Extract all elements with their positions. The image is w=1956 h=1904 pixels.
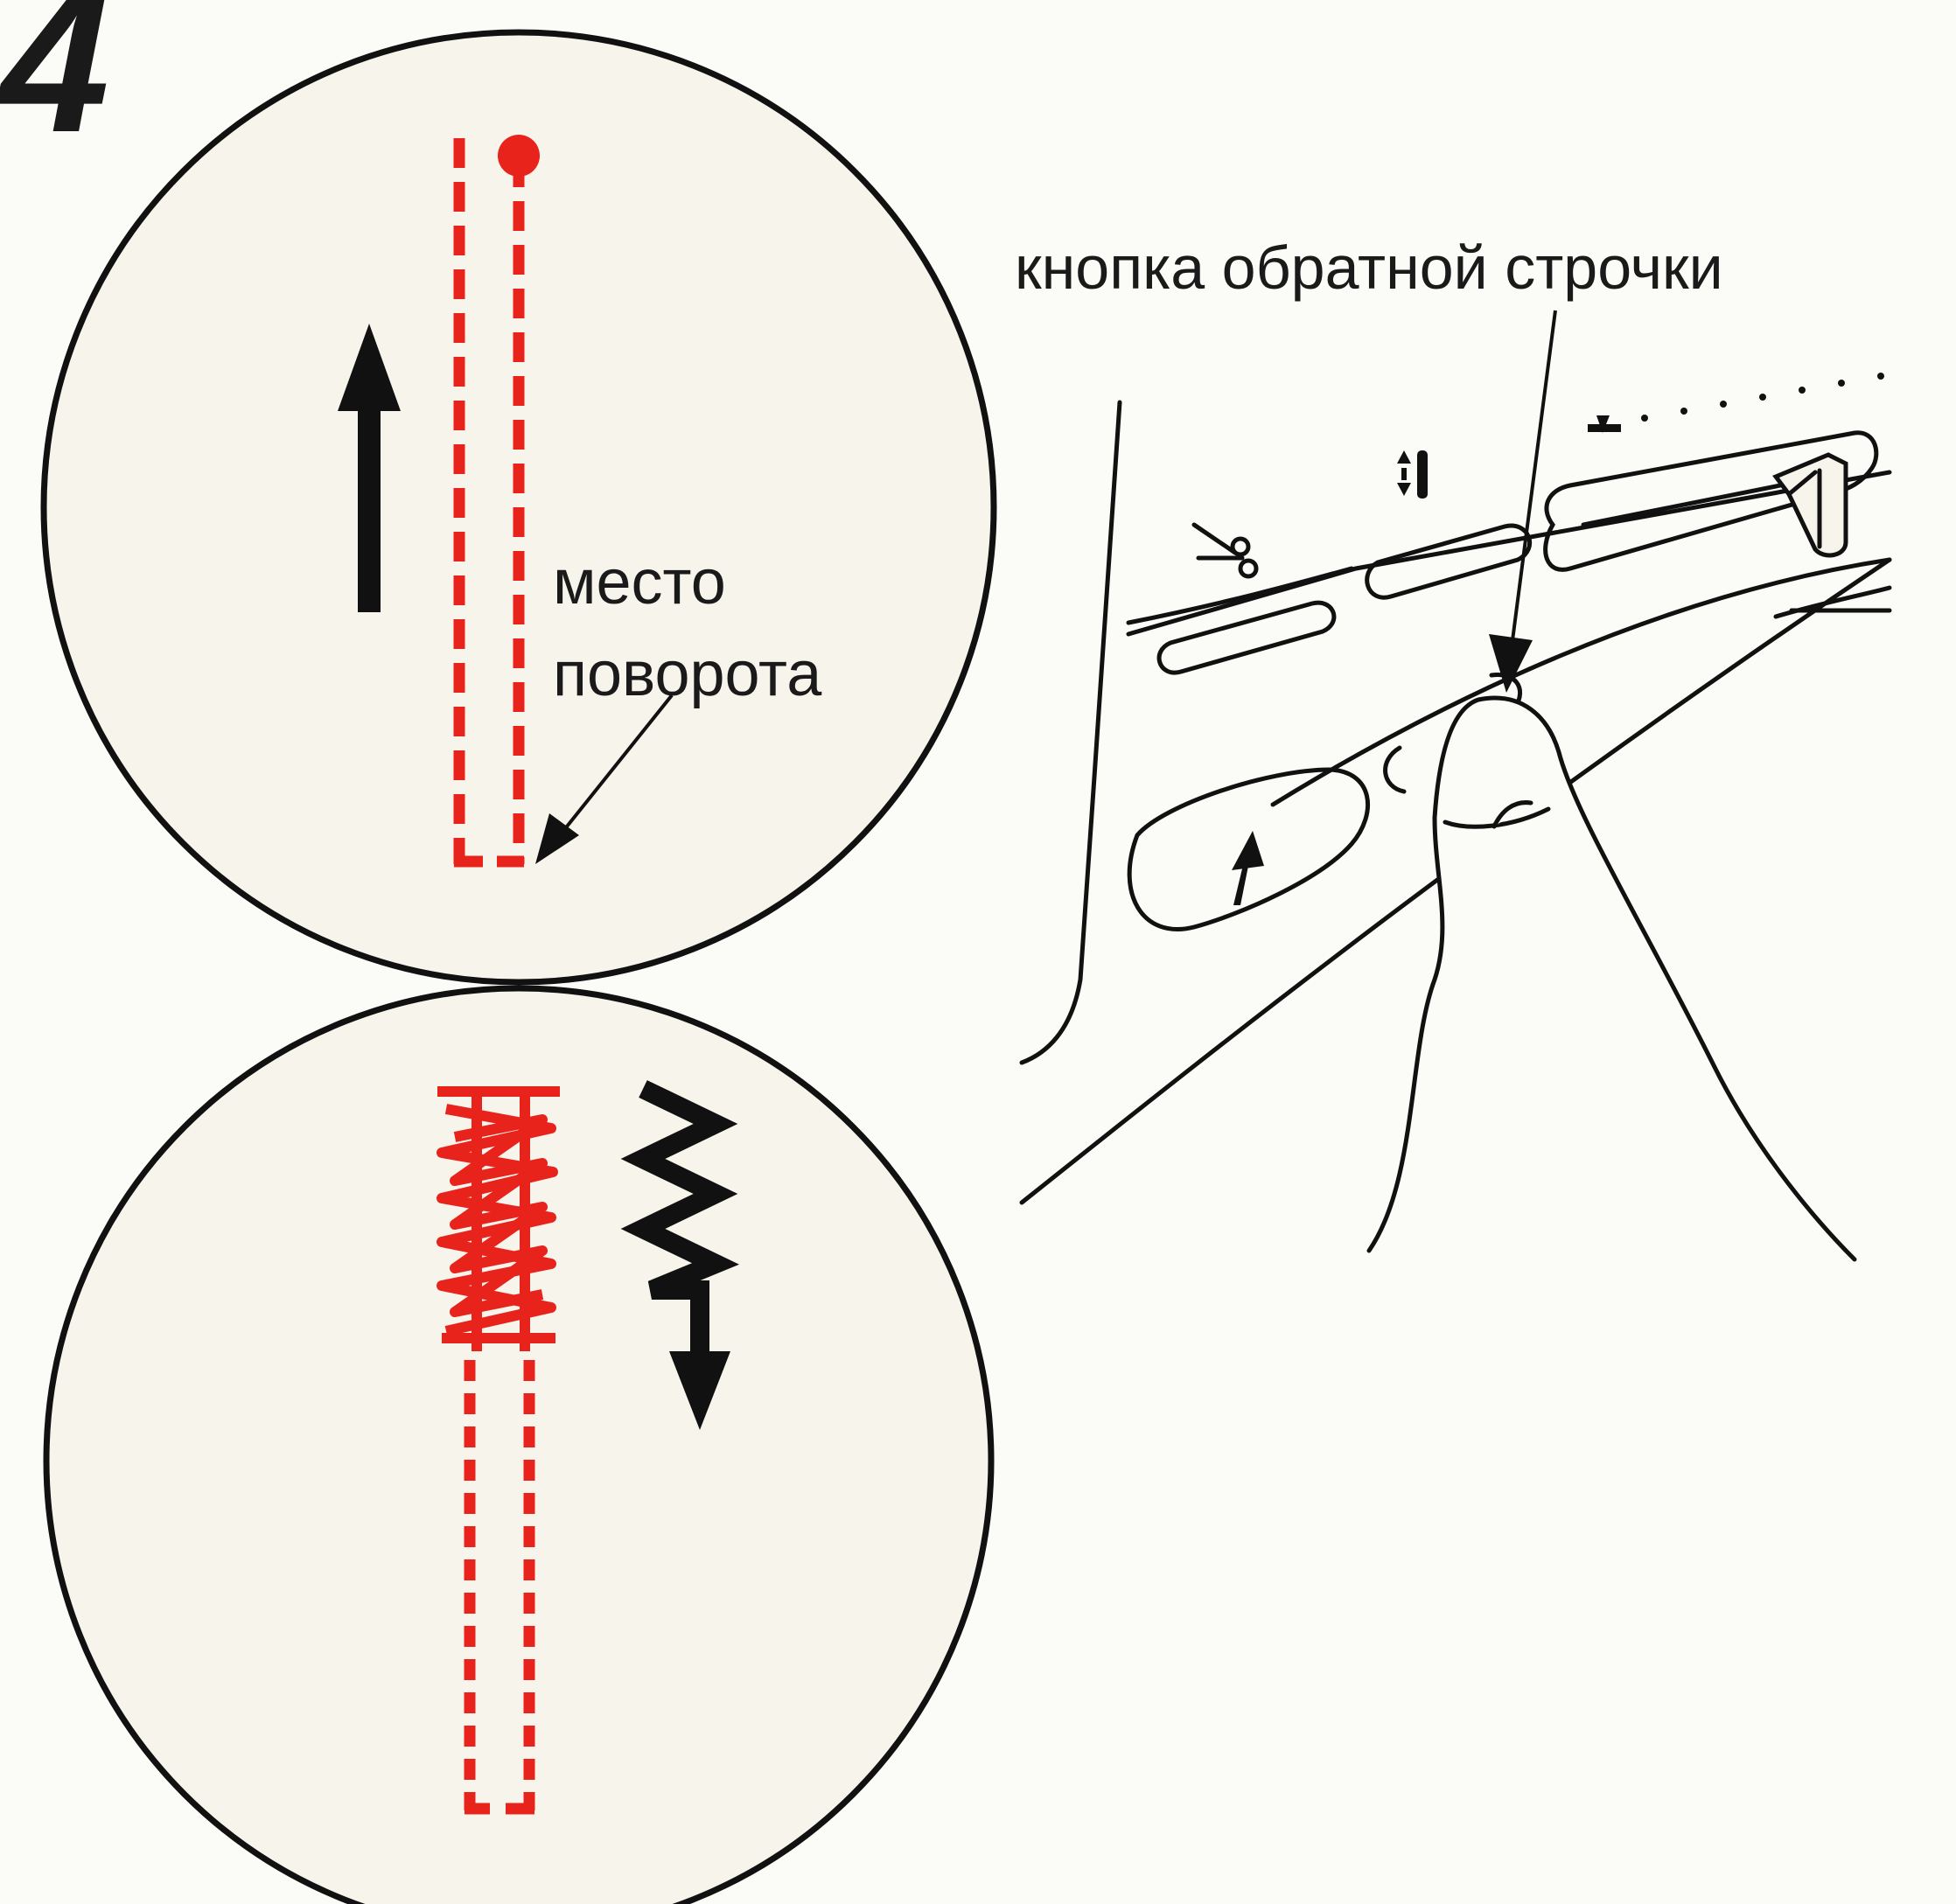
turn-point-label-line1: место <box>553 547 726 617</box>
presser-foot-icon <box>1588 415 1621 433</box>
turn-point-label-line2: поворота <box>553 639 822 709</box>
top-circle: место поворота <box>44 32 994 982</box>
sewing-machine-panel <box>1022 373 1890 1259</box>
speed-slider[interactable] <box>1546 415 1876 569</box>
needle-position-button[interactable] <box>1367 450 1530 597</box>
reverse-button-pointer <box>1489 310 1555 693</box>
start-stop-button[interactable] <box>1129 770 1367 929</box>
reverse-button-callout: кнопка обратной строчки <box>1015 234 1723 302</box>
reverse-arrow-icon <box>1232 831 1264 905</box>
bottom-circle <box>46 988 991 1904</box>
dotted-scale <box>1641 373 1884 422</box>
needle-start-point <box>498 135 540 177</box>
step-number: 4 <box>0 0 109 173</box>
finger-pressing-button <box>1369 698 1855 1259</box>
needle-updown-icon <box>1397 450 1428 499</box>
scissors-icon <box>1194 525 1256 576</box>
